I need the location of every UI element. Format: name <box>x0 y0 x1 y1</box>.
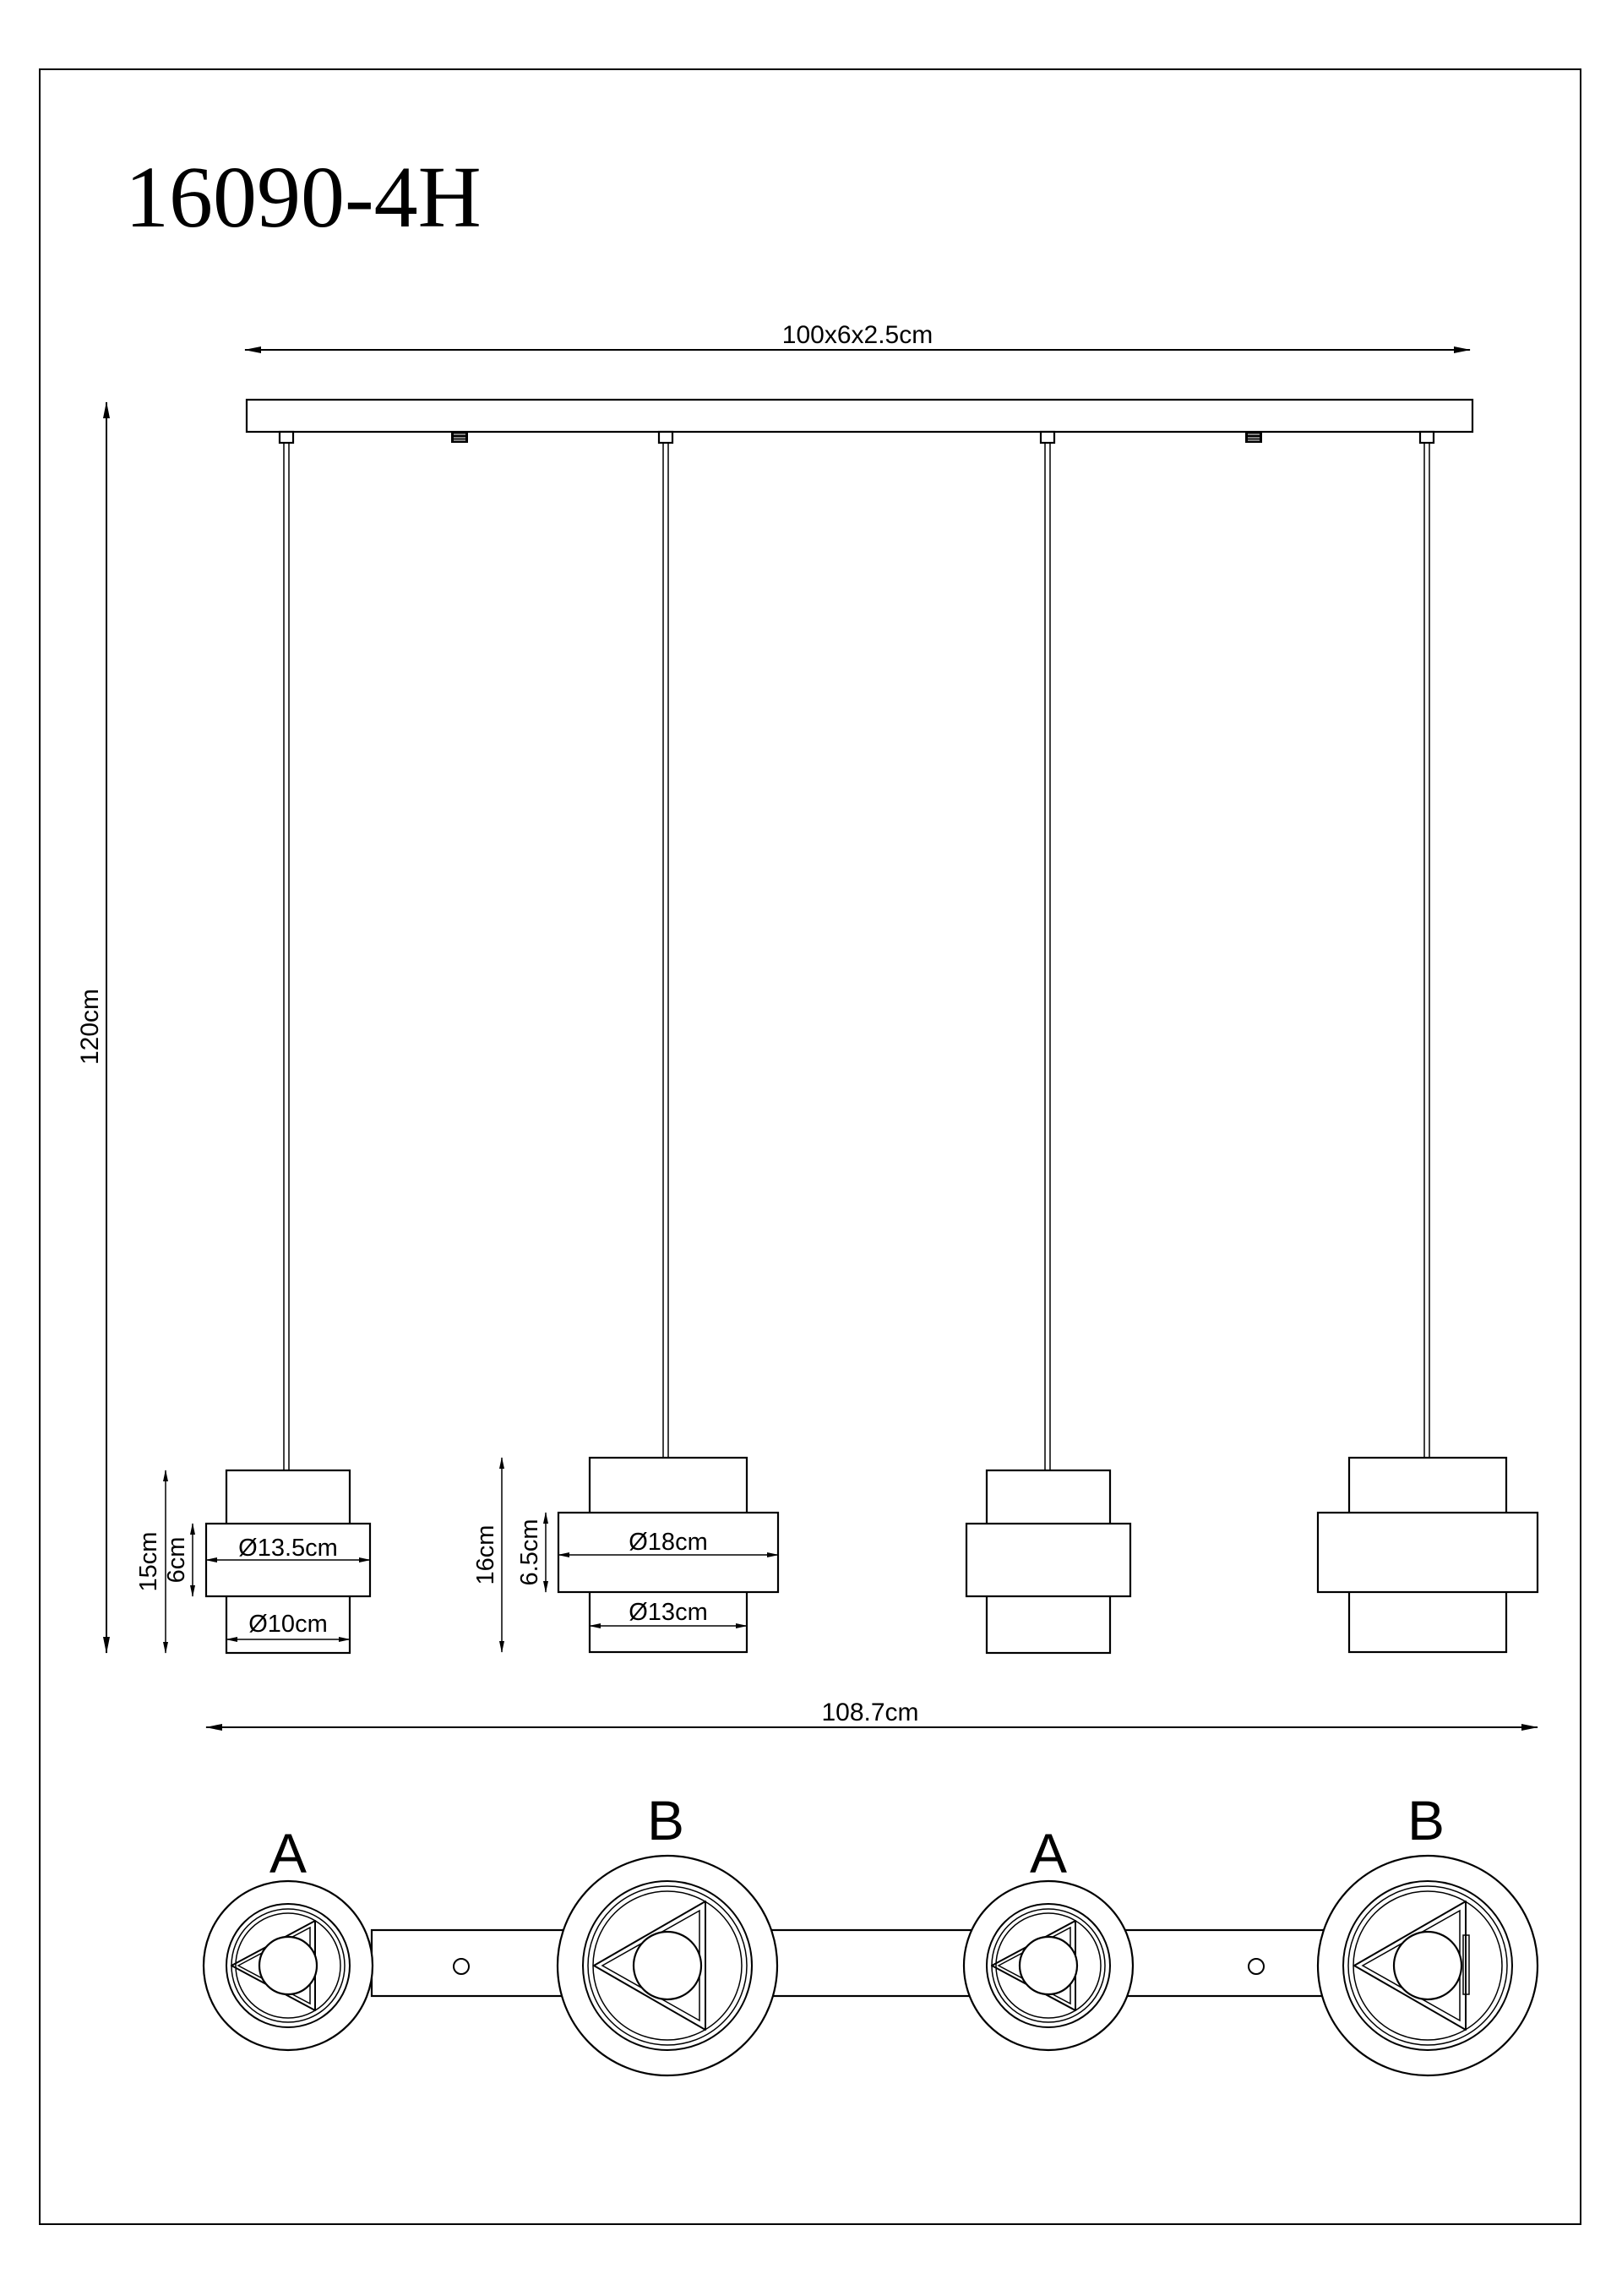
mounting-screw <box>1245 432 1262 443</box>
shade-b-bottom-view <box>556 1854 779 2077</box>
shade-b-inner-diameter: Ø13cm <box>629 1599 707 1626</box>
mounting-screw <box>451 432 468 443</box>
model-number: 16090-4H <box>125 149 482 246</box>
bottom-view: A B A B <box>202 1789 1539 2077</box>
shade-b-outer-diameter: Ø18cm <box>629 1529 707 1556</box>
mounting-hole <box>453 1958 470 1975</box>
mounting-hole <box>1248 1958 1265 1975</box>
shade-a-bottom-view <box>962 1879 1135 2052</box>
shade-a-outer-diameter: Ø13.5cm <box>238 1535 338 1562</box>
shade-a-height-dimension: 15cm 6cm <box>135 1470 195 1654</box>
total-height-label: 120cm <box>76 989 104 1065</box>
shade-b-band-label: 6.5cm <box>516 1519 543 1586</box>
total-height-dimension: 120cm <box>76 401 110 1654</box>
suspension-cables <box>283 443 1430 1470</box>
bottom-label-a-1: A <box>269 1822 307 1884</box>
shade-a-side-view: Ø13.5cm Ø10cm <box>204 1469 372 1655</box>
total-width-label: 108.7cm <box>821 1699 918 1726</box>
canopy-bottom-plate <box>370 1928 1328 1998</box>
shade-a-band-label: 6cm <box>163 1537 190 1584</box>
shade-a-inner-diameter: Ø10cm <box>248 1611 327 1638</box>
shade-a-bottom-view <box>202 1879 374 2052</box>
shade-b-side-view: Ø18cm Ø13cm <box>557 1456 780 1654</box>
shade-a-height-label: 15cm <box>135 1532 162 1592</box>
bottom-label-a-2: A <box>1030 1822 1067 1884</box>
canopy-width-label: 100x6x2.5cm <box>782 321 933 349</box>
bottom-label-b-1: B <box>647 1789 684 1852</box>
shade-b-bottom-view <box>1316 1854 1539 2077</box>
canopy <box>245 398 1474 444</box>
shade-b-height-dimension: 16cm 6.5cm <box>472 1457 548 1653</box>
total-width-dimension: 108.7cm <box>205 1699 1538 1731</box>
drawing-frame <box>39 68 1581 2225</box>
canopy-width-dimension: 100x6x2.5cm <box>244 321 1471 353</box>
bottom-label-b-2: B <box>1407 1789 1445 1852</box>
shade-a-side-view-plain <box>965 1469 1132 1655</box>
shade-b-height-label: 16cm <box>472 1525 499 1585</box>
shade-b-side-view-plain <box>1316 1456 1539 1654</box>
